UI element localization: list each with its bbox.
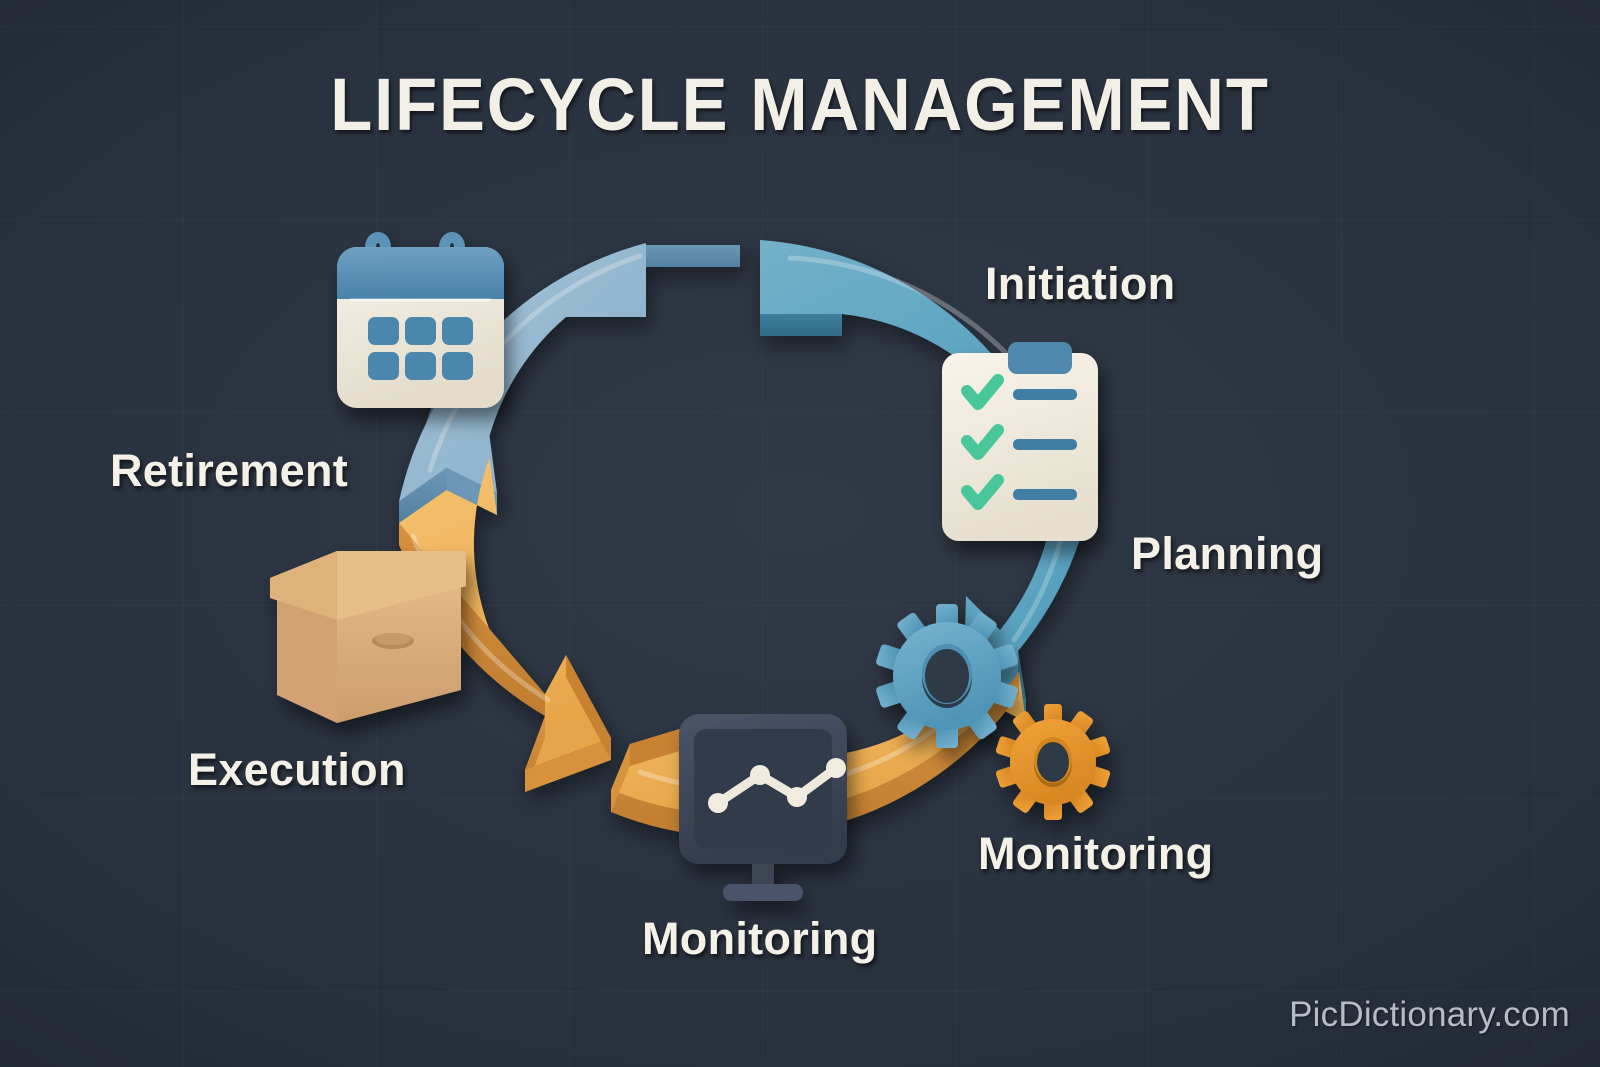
archive-box-icon	[270, 551, 466, 723]
label-execution: Execution	[188, 744, 406, 795]
gears-icon	[876, 604, 1111, 820]
label-monitoring-bottom: Monitoring	[642, 913, 878, 964]
label-monitoring-right: Monitoring	[978, 828, 1214, 879]
page-title: LIFECYCLE MANAGEMENT	[330, 63, 1270, 146]
watermark: PicDictionary.com	[1289, 995, 1570, 1034]
monitor-chart-icon	[679, 714, 847, 901]
calendar-icon	[337, 232, 504, 408]
label-planning: Planning	[1131, 528, 1324, 579]
label-initiation: Initiation	[985, 258, 1176, 309]
label-retirement: Retirement	[110, 445, 349, 496]
clipboard-checklist-icon	[942, 342, 1098, 541]
